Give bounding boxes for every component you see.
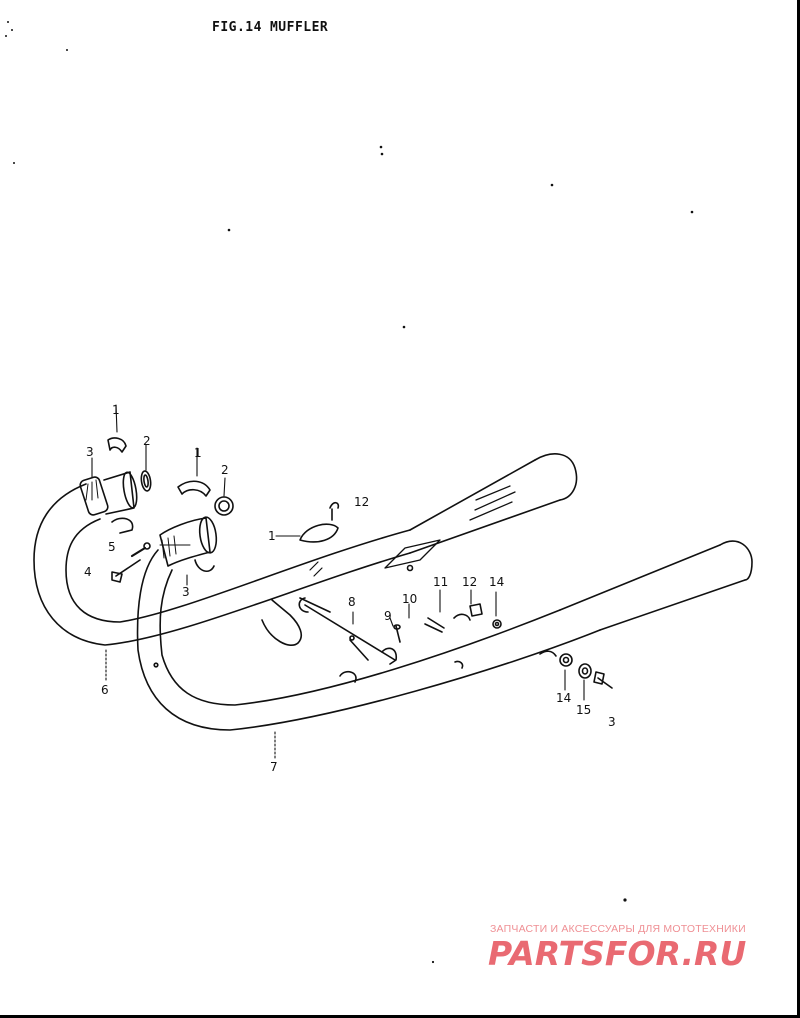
bracket-10-11	[424, 613, 471, 669]
callout-label: 14	[556, 691, 571, 705]
washer-5	[130, 542, 151, 558]
exhaust-pipe-7	[136, 540, 753, 731]
heat-shield-lower	[261, 597, 369, 683]
figure-number: FIG.14	[212, 20, 262, 35]
washer-14-rear	[492, 619, 502, 629]
callout-label: 3	[608, 715, 616, 729]
callout-labels: 1 2 3 2 1 3 5 4 6 7 1 12 8 9 10 11 12 14…	[84, 403, 616, 774]
joint-front	[159, 516, 218, 573]
watermark-logo: PARTSFOR.RU	[488, 934, 747, 973]
gasket-2-front	[214, 496, 234, 516]
callout-label: 7	[270, 760, 278, 774]
washer-15	[578, 663, 592, 679]
callout-label: 3	[182, 585, 190, 599]
gasket-2-rear	[140, 470, 152, 492]
exhaust-pipe-6	[33, 483, 411, 646]
callout-label: 10	[402, 592, 417, 606]
callout-label: 12	[462, 575, 477, 589]
figure-name: MUFFLER	[269, 20, 329, 35]
callout-label: 14	[489, 575, 504, 589]
callout-label: 1	[268, 529, 276, 543]
bottom-border	[0, 1015, 800, 1018]
callout-label: 6	[101, 683, 109, 697]
callout-label: 9	[384, 609, 392, 623]
bolt-4	[111, 559, 141, 583]
callout-label: 11	[433, 575, 448, 589]
callout-label: 5	[108, 540, 116, 554]
bracket-1-upper	[299, 501, 340, 543]
bolt-3-lower	[539, 650, 613, 689]
callout-label: 4	[84, 565, 92, 579]
callout-label: 8	[348, 595, 356, 609]
bolt-9	[393, 624, 401, 643]
nut-12-rear	[469, 603, 483, 617]
callout-label: 1	[194, 446, 202, 460]
callout-label: 2	[221, 463, 229, 477]
clamp-1-front	[177, 480, 211, 497]
scan-specks	[5, 21, 694, 964]
callout-label: 2	[143, 434, 151, 448]
callout-label: 12	[354, 495, 369, 509]
callout-label: 3	[86, 445, 94, 459]
muffler-rear	[384, 453, 578, 572]
callout-label: 15	[576, 703, 591, 717]
callout-label: 1	[112, 403, 120, 417]
leader-lines	[91, 404, 585, 759]
right-border	[797, 0, 800, 1018]
joint-rear	[79, 471, 138, 534]
hanger-8	[298, 561, 398, 665]
clamp-1-rear	[107, 437, 127, 453]
washer-14-front	[559, 653, 573, 667]
watermark-tagline: ЗАПЧАСТИ И АКСЕССУАРЫ ДЛЯ МОТОТЕХНИКИ	[490, 923, 746, 935]
figure-title: FIG.14 MUFFLER	[212, 20, 336, 35]
